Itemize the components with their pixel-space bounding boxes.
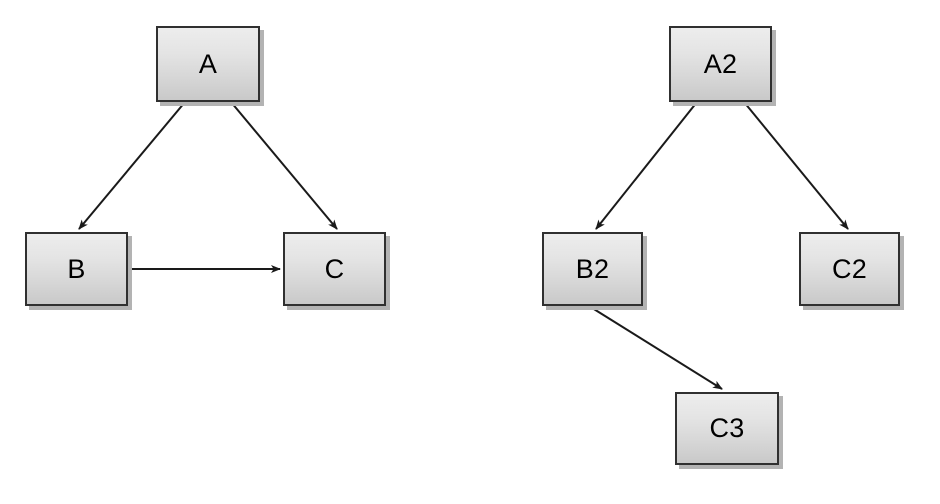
node-b2-label: B2	[575, 253, 610, 284]
node-a[interactable]: A	[156, 26, 260, 102]
node-c3-label: C3	[709, 413, 745, 443]
edge-a-to-c	[230, 101, 338, 230]
node-c[interactable]: C	[283, 232, 386, 306]
edge-a2-to-b2	[595, 101, 698, 230]
node-c3[interactable]: C3	[675, 392, 779, 465]
node-b[interactable]: B	[25, 232, 128, 306]
edge-a2-to-c2	[743, 101, 849, 230]
edge-b2-to-c3	[588, 305, 723, 390]
node-a2[interactable]: A2	[669, 26, 772, 102]
node-c2[interactable]: C2	[799, 232, 900, 306]
node-c2-label: C2	[832, 253, 867, 284]
node-b-label: B	[67, 253, 86, 284]
node-a-label: A	[198, 48, 218, 79]
edge-a-to-b	[78, 101, 186, 230]
node-c-label: C	[324, 253, 345, 284]
node-a2-label: A2	[703, 48, 738, 79]
node-b2[interactable]: B2	[542, 232, 643, 306]
edge-group	[78, 101, 849, 390]
